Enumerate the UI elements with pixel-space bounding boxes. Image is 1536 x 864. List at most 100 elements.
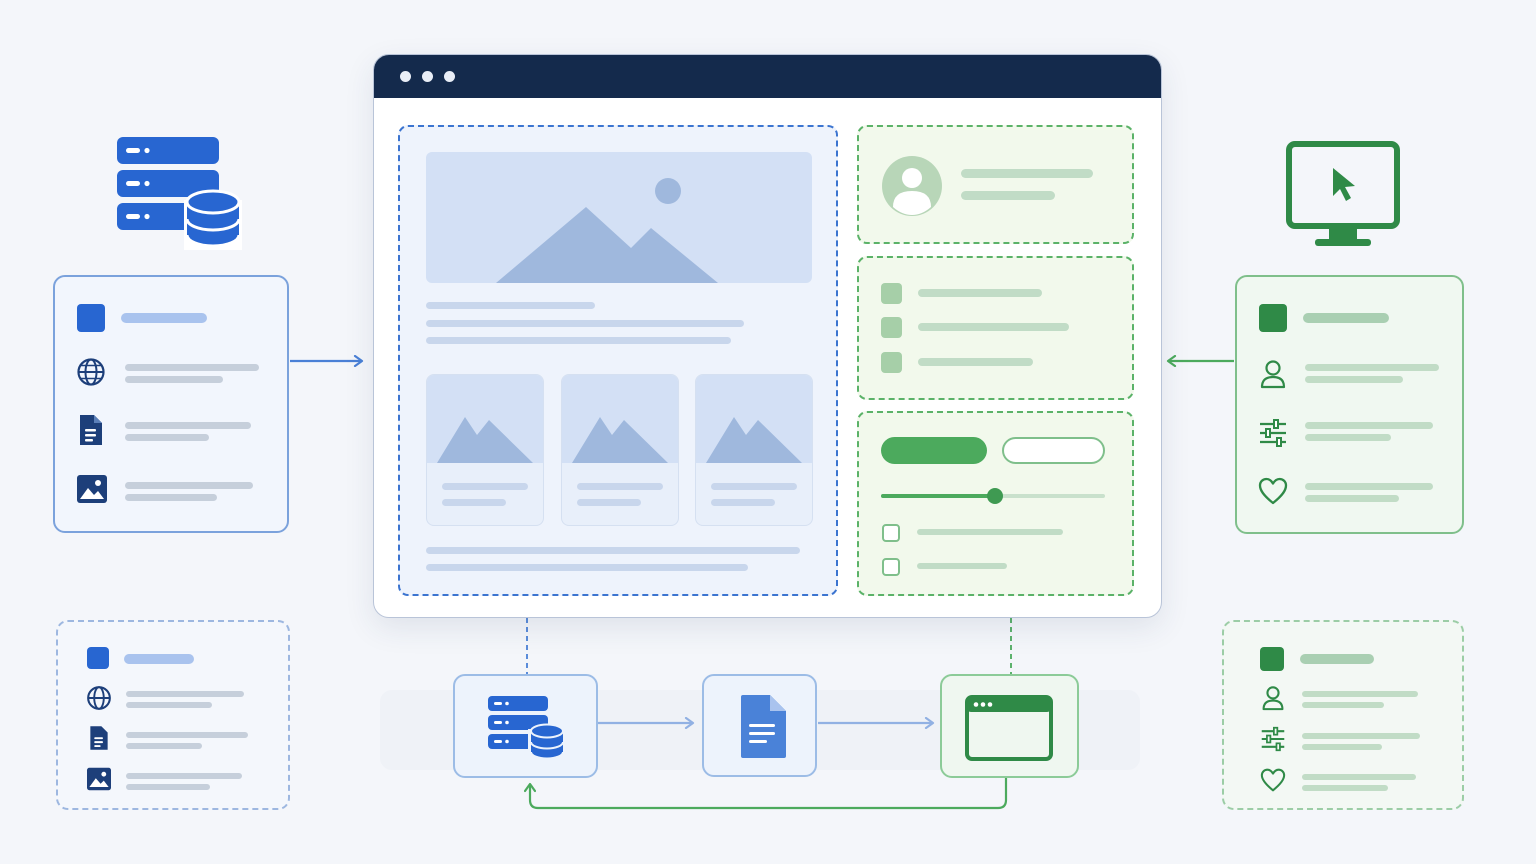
document-icon xyxy=(90,726,108,750)
feedback-loop-arrow xyxy=(530,778,1008,810)
text-line xyxy=(711,499,775,506)
line-bar xyxy=(1302,774,1416,780)
profile-panel xyxy=(857,125,1134,244)
line-bar xyxy=(1305,495,1399,502)
line-bar xyxy=(1302,702,1384,708)
text-line xyxy=(577,483,663,490)
list-bullet xyxy=(881,283,902,304)
line-bar xyxy=(1302,785,1388,791)
line-bar xyxy=(125,376,223,383)
checkbox[interactable] xyxy=(882,558,900,576)
list-bullet xyxy=(881,352,902,373)
pipeline-node-server[interactable] xyxy=(453,674,598,778)
line-bar xyxy=(1305,376,1403,383)
document-icon xyxy=(80,415,102,445)
monitor-cursor-icon xyxy=(1286,141,1400,246)
line-bar xyxy=(125,494,217,501)
image-icon xyxy=(87,767,111,791)
browser-title-bar xyxy=(374,55,1161,98)
source-card-blue xyxy=(53,275,289,533)
line-bar xyxy=(125,434,209,441)
line-bar xyxy=(1305,434,1391,441)
checkbox[interactable] xyxy=(882,524,900,542)
line-bar xyxy=(125,482,253,489)
image-icon xyxy=(77,475,107,503)
window-control-dot[interactable] xyxy=(422,71,433,82)
text-line xyxy=(426,302,595,309)
server-database-icon xyxy=(488,696,566,761)
hero-image-placeholder xyxy=(426,152,812,283)
line-bar xyxy=(1302,744,1382,750)
globe-icon xyxy=(77,358,105,386)
thumbnail-card[interactable] xyxy=(426,374,544,526)
mountain-image-icon xyxy=(496,178,718,283)
square-icon xyxy=(1260,647,1284,671)
line-bar xyxy=(1305,483,1433,490)
avatar xyxy=(882,156,942,216)
heart-icon xyxy=(1258,477,1288,505)
title-bar xyxy=(124,654,194,664)
line-bar xyxy=(126,691,244,697)
line-bar xyxy=(1302,733,1420,739)
thumbnail-card[interactable] xyxy=(561,374,679,526)
text-line xyxy=(711,483,797,490)
slider-fill xyxy=(881,494,995,498)
sliders-icon xyxy=(1260,419,1286,447)
square-icon xyxy=(1259,304,1287,332)
line-bar xyxy=(126,773,242,779)
mountain-image-icon xyxy=(437,417,533,463)
secondary-button[interactable] xyxy=(1002,437,1105,464)
list-item-line xyxy=(918,289,1042,297)
text-line xyxy=(426,337,731,344)
text-line xyxy=(442,499,506,506)
line-bar xyxy=(126,732,248,738)
line-bar xyxy=(126,702,212,708)
list-bullet xyxy=(881,317,902,338)
text-line xyxy=(442,483,528,490)
checkbox-label-line xyxy=(917,563,1007,569)
title-bar xyxy=(121,313,207,323)
line-bar xyxy=(126,784,210,790)
slider-handle[interactable] xyxy=(987,488,1003,504)
list-item-line xyxy=(918,358,1033,366)
client-card-green xyxy=(1235,275,1464,534)
user-icon xyxy=(1260,360,1286,389)
square-icon xyxy=(87,647,109,669)
meta-line xyxy=(961,191,1055,200)
globe-icon xyxy=(87,686,111,710)
text-line xyxy=(426,547,800,554)
text-line xyxy=(426,564,748,571)
browser-window-icon xyxy=(965,695,1053,761)
heart-icon xyxy=(1260,768,1286,792)
browser-window xyxy=(373,54,1162,618)
text-line xyxy=(577,499,641,506)
server-database-icon xyxy=(117,137,242,250)
line-bar xyxy=(125,422,251,429)
title-bar xyxy=(1303,313,1389,323)
list-item-line xyxy=(918,323,1069,331)
list-panel xyxy=(857,256,1134,400)
line-bar xyxy=(1305,422,1433,429)
line-bar xyxy=(126,743,202,749)
document-icon xyxy=(741,695,786,758)
thumbnail-card[interactable] xyxy=(695,374,813,526)
client-card-green-dashed xyxy=(1222,620,1464,810)
sliders-icon xyxy=(1261,726,1285,752)
primary-button[interactable] xyxy=(881,437,987,464)
pipeline-node-document[interactable] xyxy=(702,674,817,777)
square-icon xyxy=(77,304,105,332)
window-control-dot[interactable] xyxy=(444,71,455,82)
line-bar xyxy=(1305,364,1439,371)
window-control-dot[interactable] xyxy=(400,71,411,82)
mountain-image-icon xyxy=(572,417,668,463)
line-bar xyxy=(125,364,259,371)
title-bar xyxy=(1300,654,1374,664)
line-bar xyxy=(1302,691,1418,697)
pipeline-node-browser[interactable] xyxy=(940,674,1079,778)
user-icon xyxy=(1262,686,1284,711)
name-line xyxy=(961,169,1093,178)
main-content-region xyxy=(398,125,838,596)
checkbox-label-line xyxy=(917,529,1063,535)
source-card-blue-dashed xyxy=(56,620,290,810)
